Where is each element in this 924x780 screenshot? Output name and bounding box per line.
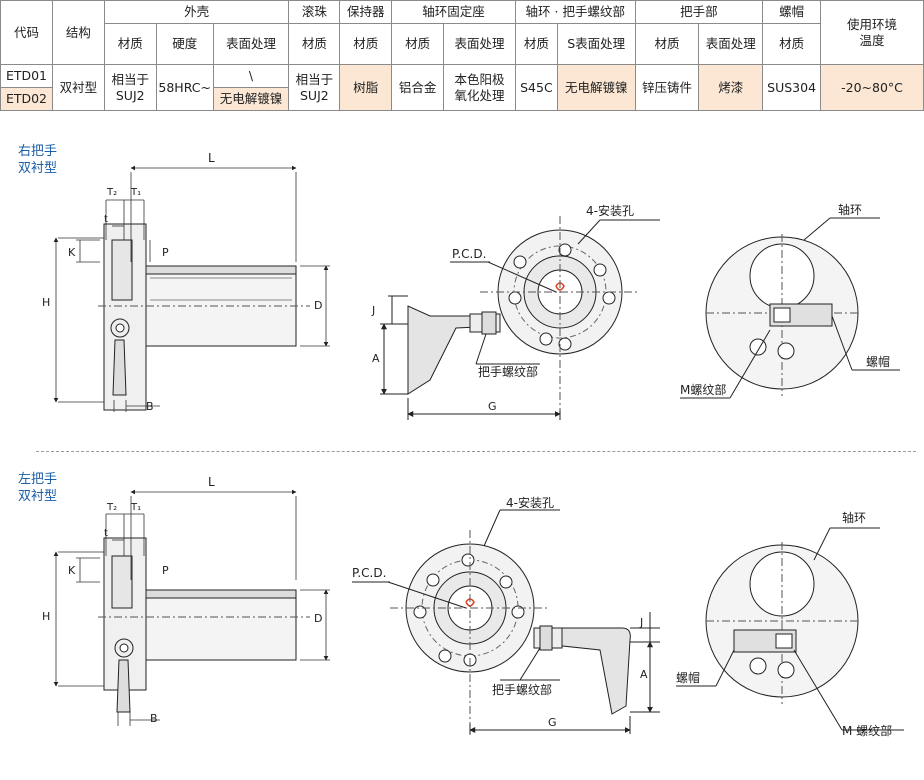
lh-dim-T2: T₂ <box>106 502 117 513</box>
left-side-view <box>98 537 310 713</box>
sub-housing-hardness: 硬度 <box>155 23 214 65</box>
lh-dim-A: A <box>640 668 648 681</box>
header-code: 代码 <box>0 0 53 65</box>
left-side-dims <box>53 489 330 726</box>
housing-surface-value-1: \ <box>212 64 290 88</box>
rh-dim-G: G <box>488 400 497 413</box>
rh-dim-A: A <box>372 352 380 365</box>
rh-dim-H: H <box>42 296 50 309</box>
lh-dim-B: B <box>150 712 158 725</box>
left-hand-label-line2: 双衬型 <box>18 489 58 504</box>
lh-pcd: P.C.D. <box>352 566 386 580</box>
rh-dim-J: J <box>371 304 375 317</box>
sub-seat-material: 材质 <box>391 23 444 65</box>
rh-dim-K: K <box>68 246 76 259</box>
lh-dim-L: L <box>208 475 215 489</box>
structure-value: 双衬型 <box>51 64 105 111</box>
lh-nut: 螺帽 <box>676 670 700 685</box>
header-temp: 使用环境温度 <box>820 0 924 65</box>
header-handle: 把手部 <box>634 0 764 24</box>
technical-drawings: L T₂ T₁ t K P H D B 4-安装孔 P.C.D. J A G 把… <box>42 151 904 738</box>
temp-value: -20~80°C <box>820 64 924 111</box>
retainer-material-value: 树脂 <box>339 64 393 111</box>
header-retainer: 保持器 <box>339 0 393 24</box>
section-divider <box>36 451 916 452</box>
lh-dim-H: H <box>42 610 50 623</box>
nut-material-value: SUS304 <box>762 64 822 111</box>
sub-handle-material: 材质 <box>634 23 700 65</box>
lh-collar: 轴环 <box>842 510 866 525</box>
rh-dim-T2: T₂ <box>106 187 117 198</box>
sub-housing-surface: 表面处理 <box>212 23 290 65</box>
lh-handle-thread: 把手螺纹部 <box>492 682 552 697</box>
lh-dim-J: J <box>639 616 643 629</box>
right-detail-view <box>680 217 900 399</box>
rh-handle-thread: 把手螺纹部 <box>478 364 538 379</box>
thread-material-value: S45C <box>514 64 558 111</box>
rh-dim-L: L <box>208 151 215 165</box>
right-hand-label: 右把手 双衬型 <box>18 143 57 177</box>
right-hand-label-line1: 右把手 <box>18 144 58 159</box>
rh-dim-t: t <box>104 214 108 225</box>
lh-dim-P: P <box>162 564 169 577</box>
code-etd01: ETD01 <box>0 64 53 88</box>
header-nut: 螺帽 <box>762 0 822 24</box>
lh-dim-T1: T₁ <box>130 502 141 513</box>
lh-dim-G: G <box>548 716 557 729</box>
code-etd02: ETD02 <box>0 87 53 111</box>
rh-dim-P: P <box>162 246 169 259</box>
header-structure: 结构 <box>51 0 105 65</box>
sub-thread-material: 材质 <box>514 23 558 65</box>
left-detail-view <box>676 527 904 731</box>
lh-dim-D: D <box>314 612 322 625</box>
rh-dim-D: D <box>314 299 322 312</box>
right-front-view <box>380 216 660 420</box>
ball-material-value: 相当于SUJ2 <box>288 64 341 111</box>
rh-collar: 轴环 <box>838 202 862 217</box>
rh-nut: 螺帽 <box>866 354 890 369</box>
sub-seat-surface: 表面处理 <box>442 23 516 65</box>
sub-retainer-material: 材质 <box>339 23 393 65</box>
spec-table: 代码 结构 外壳 滚珠 保持器 轴环固定座 轴环 · 把手螺纹部 把手部 螺帽 … <box>0 0 924 111</box>
sub-nut-material: 材质 <box>762 23 822 65</box>
handle-material-value: 锌压铸件 <box>634 64 700 111</box>
header-ball: 滚珠 <box>288 0 341 24</box>
housing-surface-value-2: 无电解镀镍 <box>212 87 290 111</box>
header-temp-text: 使用环境温度 <box>847 16 898 48</box>
header-housing: 外壳 <box>103 0 290 24</box>
lh-m-thread: M 螺纹部 <box>842 723 892 738</box>
sub-thread-surface: S表面处理 <box>556 23 636 65</box>
thread-surface-value: 无电解镀镍 <box>556 64 636 111</box>
left-hand-label-line1: 左把手 <box>18 472 58 487</box>
handle-surface-value: 烤漆 <box>698 64 764 111</box>
rh-holes: 4-安装孔 <box>586 203 634 218</box>
right-hand-label-line2: 双衬型 <box>18 161 58 176</box>
left-hand-label: 左把手 双衬型 <box>18 471 57 505</box>
housing-hardness-value: 58HRC~ <box>155 64 214 111</box>
right-side-dims <box>53 165 330 412</box>
seat-material-value: 铝合金 <box>391 64 444 111</box>
lh-dim-K: K <box>68 564 76 577</box>
header-collar-thread: 轴环 · 把手螺纹部 <box>514 0 636 24</box>
sub-housing-material: 材质 <box>103 23 157 65</box>
ball-material-text: 相当于SUJ2 <box>295 71 334 103</box>
rh-m-thread: M螺纹部 <box>680 382 726 397</box>
seat-surface-text: 本色阳极氧化处理 <box>454 71 505 103</box>
lh-holes: 4-安装孔 <box>506 495 554 510</box>
sub-ball-material: 材质 <box>288 23 341 65</box>
seat-surface-value: 本色阳极氧化处理 <box>442 64 516 111</box>
housing-material-text: 相当于SUJ2 <box>111 71 149 103</box>
sub-handle-surface: 表面处理 <box>698 23 764 65</box>
right-side-view <box>98 223 310 411</box>
housing-material-value: 相当于SUJ2 <box>103 64 157 111</box>
lh-dim-t: t <box>104 528 108 539</box>
rh-pcd: P.C.D. <box>452 247 486 261</box>
rh-dim-B: B <box>146 400 154 413</box>
rh-dim-T1: T₁ <box>130 187 141 198</box>
left-front-view <box>352 509 660 735</box>
header-collar-seat: 轴环固定座 <box>391 0 516 24</box>
